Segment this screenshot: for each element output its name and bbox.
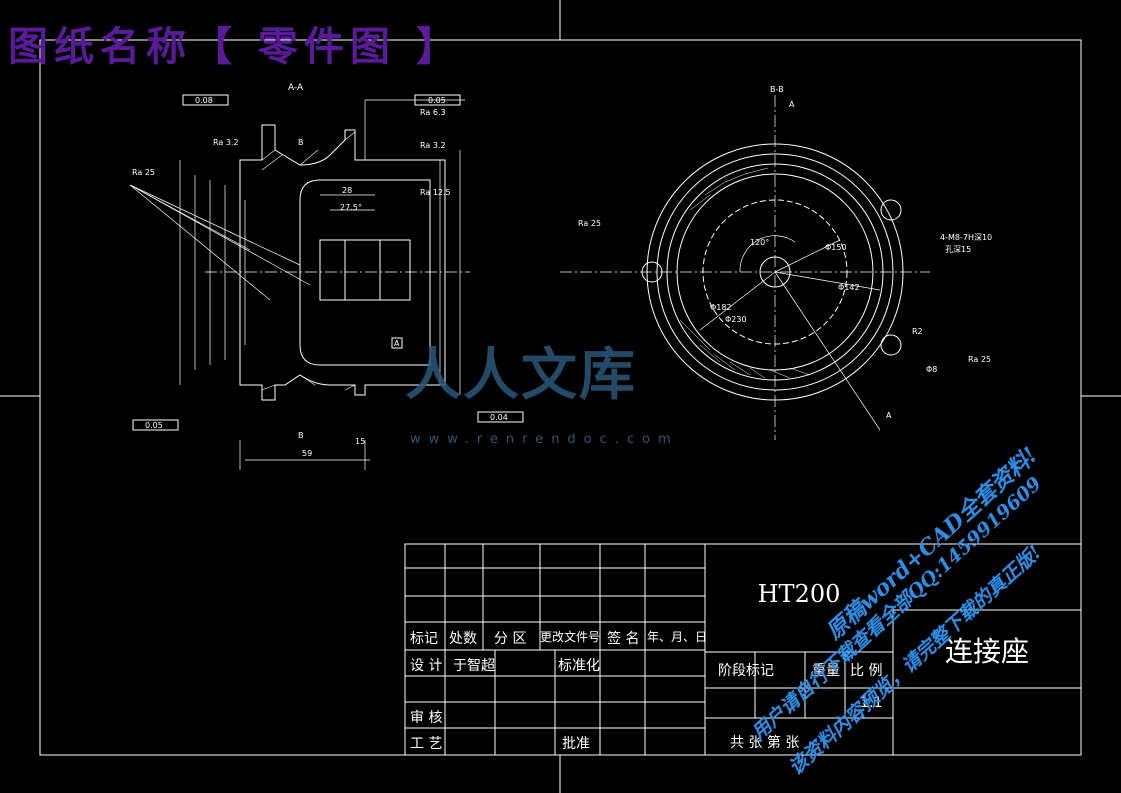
ra-1: Ra 3.2 <box>213 138 239 147</box>
section-view-bb <box>560 95 930 440</box>
ra-25b: Ra 25 <box>968 355 991 364</box>
approve-label: 批准 <box>562 736 590 752</box>
dim-d150: Φ150 <box>825 243 847 252</box>
ra-4: Ra 25 <box>132 168 155 177</box>
ra-3: Ra 6.3 <box>420 108 446 117</box>
dim-d142: Φ142 <box>838 283 860 292</box>
watermark-url: www.renrendoc.com <box>410 432 679 447</box>
part-name: 连接座 <box>944 635 1029 668</box>
scale-label: 比 例 <box>850 663 883 679</box>
datum-a: A <box>394 339 400 348</box>
material-label: HT200 <box>757 580 841 608</box>
tol-1: 0.08 <box>195 96 213 105</box>
dim-28: 28 <box>342 186 352 195</box>
header-count: 处数 <box>449 631 477 647</box>
dim-d182: Φ182 <box>710 303 732 312</box>
holes-note-2: 孔深15 <box>945 245 971 254</box>
weight-label: 重量 <box>812 663 840 679</box>
holes-note: 4-M8-7H深10 <box>940 233 992 242</box>
ra-2: Ra 3.2 <box>420 141 446 150</box>
dim-16: 15 <box>355 437 365 446</box>
ra-25: Ra 25 <box>578 219 601 228</box>
header-mark: 标记 <box>410 631 438 647</box>
cut-a-bottom: A <box>886 411 892 420</box>
standardize-label: 标准化 <box>558 658 600 674</box>
dim-59: 59 <box>302 449 312 458</box>
cut-b-top: B <box>298 138 304 147</box>
process-label: 工 艺 <box>410 736 443 752</box>
dim-d230: Φ230 <box>725 315 747 324</box>
cut-b-bottom: B <box>298 431 304 440</box>
cut-a-top: A <box>789 100 795 109</box>
label-aa: A-A <box>288 83 304 93</box>
header-date: 年、月、日 <box>647 630 708 644</box>
review-label: 审 核 <box>410 710 443 726</box>
header-change-doc: 更改文件号 <box>540 630 601 644</box>
section-view-aa: A-A <box>129 83 524 470</box>
design-label: 设 计 <box>410 658 443 674</box>
tol-2: 0.05 <box>428 96 446 105</box>
dim-angle: 27.5° <box>340 203 362 212</box>
sheet-count: 共 张 第 张 <box>730 735 800 751</box>
header-zone: 分 区 <box>494 631 527 647</box>
r2: R2 <box>912 327 923 336</box>
title-block <box>404 543 1082 756</box>
drawing-name-banner: 图纸名称【 零件图 】 <box>8 23 462 70</box>
designer-name: 于智超 <box>453 658 495 674</box>
header-sign: 签 名 <box>607 631 640 647</box>
tol-4: 0.05 <box>145 421 163 430</box>
watermark-logo: 人人文库 <box>405 342 637 408</box>
stage-mark-label: 阶段标记 <box>718 663 774 679</box>
angle-120: 120° <box>750 238 769 247</box>
d8: Φ8 <box>926 365 937 374</box>
scale-value: 1:1 <box>860 695 883 711</box>
label-bb: B-B <box>770 85 784 94</box>
ra-5: Ra 12.5 <box>420 188 451 197</box>
tol-3: 0.04 <box>490 413 508 422</box>
